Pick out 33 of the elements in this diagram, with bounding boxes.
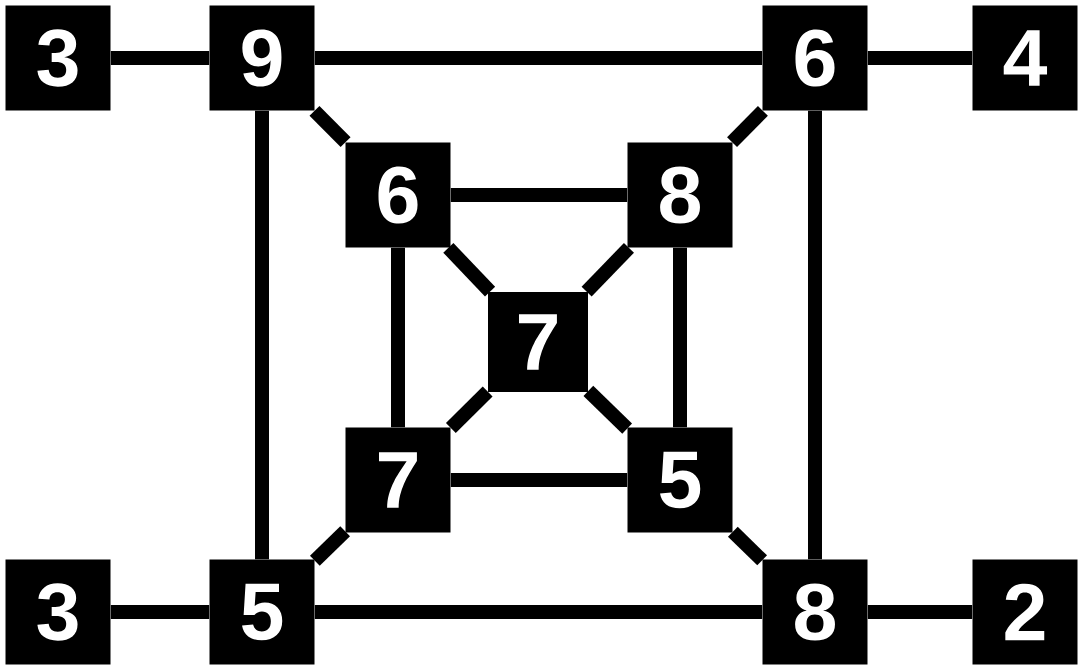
connector-line bbox=[581, 242, 634, 297]
number-box: 8 bbox=[627, 142, 733, 248]
connector-line bbox=[583, 385, 633, 434]
number-box: 3 bbox=[5, 559, 111, 665]
connector-line bbox=[450, 188, 628, 202]
number-box: 4 bbox=[972, 5, 1078, 111]
connector-line bbox=[808, 110, 822, 560]
connector-line bbox=[450, 473, 628, 487]
connector-line bbox=[110, 51, 210, 65]
connector-line bbox=[867, 51, 973, 65]
connector-line bbox=[673, 247, 687, 428]
connector-line bbox=[314, 605, 763, 619]
number-box: 5 bbox=[209, 559, 315, 665]
number-box: 8 bbox=[762, 559, 868, 665]
number-box: 6 bbox=[762, 5, 868, 111]
connector-line bbox=[309, 105, 351, 148]
number-box: 6 bbox=[345, 142, 451, 248]
connector-line bbox=[443, 243, 496, 297]
number-box: 3 bbox=[5, 5, 111, 111]
connector-line bbox=[445, 386, 493, 433]
connector-line bbox=[314, 51, 763, 65]
connector-line bbox=[309, 526, 351, 566]
connector-line bbox=[727, 526, 768, 566]
number-box: 7 bbox=[345, 427, 451, 533]
connector-line bbox=[727, 105, 768, 148]
number-box: 2 bbox=[972, 559, 1078, 665]
connector-line bbox=[255, 110, 269, 560]
connector-line bbox=[110, 605, 210, 619]
connector-line bbox=[867, 605, 973, 619]
number-box: 9 bbox=[209, 5, 315, 111]
number-box: 7 bbox=[488, 292, 588, 392]
connector-line bbox=[391, 247, 405, 428]
number-box: 5 bbox=[627, 427, 733, 533]
